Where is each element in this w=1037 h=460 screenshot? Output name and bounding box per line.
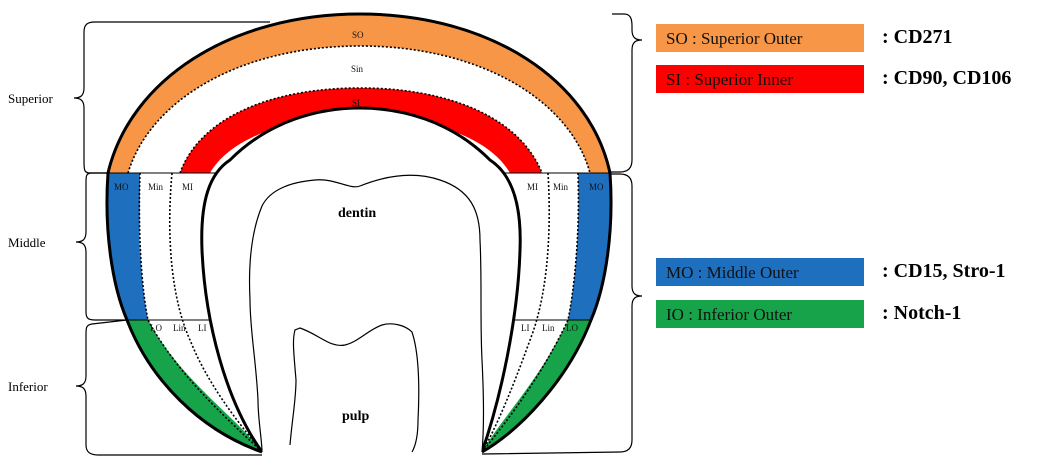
zone-label-li-left: LI (198, 323, 207, 333)
zone-label-lo-right: LO (566, 323, 578, 333)
legend-markers-0: : CD271 (882, 26, 953, 48)
zone-label-so: SO (352, 30, 364, 40)
legend-markers-1: : CD90, CD106 (882, 67, 1011, 89)
zone-label-lin-left: Lin (173, 323, 186, 333)
zone-label-mi-right: MI (527, 182, 538, 192)
region-label-inferior: Inferior (8, 379, 48, 394)
zone-label-mo-right: MO (589, 182, 604, 192)
right-superior-bracket (610, 14, 642, 172)
zone-label-lin-right: Lin (542, 323, 555, 333)
legend-label-0: SO : Superior Outer (666, 29, 803, 48)
legend-markers-3: : Notch-1 (882, 302, 961, 324)
region-label-superior: Superior (8, 91, 53, 106)
zone-label-sin: Sin (351, 64, 364, 74)
legend-label-1: SI : Superior Inner (666, 70, 793, 89)
zone-label-lo-left: LO (150, 323, 162, 333)
zone-label-si: SI (352, 98, 360, 108)
zone-label-mi-left: MI (182, 182, 193, 192)
region-label-middle: Middle (8, 235, 46, 250)
legend-label-3: IO : Inferior Outer (666, 305, 792, 324)
zone-label-li-right: LI (521, 323, 530, 333)
legend: SO : Superior Outer : CD271 SI : Superior … (656, 24, 1011, 328)
legend-markers-2: : CD15, Stro-1 (882, 260, 1006, 282)
zone-label-min-left: Min (148, 182, 164, 192)
zone-label-mo-left: MO (114, 182, 129, 192)
legend-label-2: MO : Middle Outer (666, 263, 799, 282)
zone-label-min-right: Min (553, 182, 569, 192)
tissue-label-pulp: pulp (342, 409, 369, 424)
middle-outer-band-right (568, 173, 611, 320)
middle-outer-band-left (107, 173, 150, 322)
tissue-label-dentin: dentin (338, 206, 376, 221)
